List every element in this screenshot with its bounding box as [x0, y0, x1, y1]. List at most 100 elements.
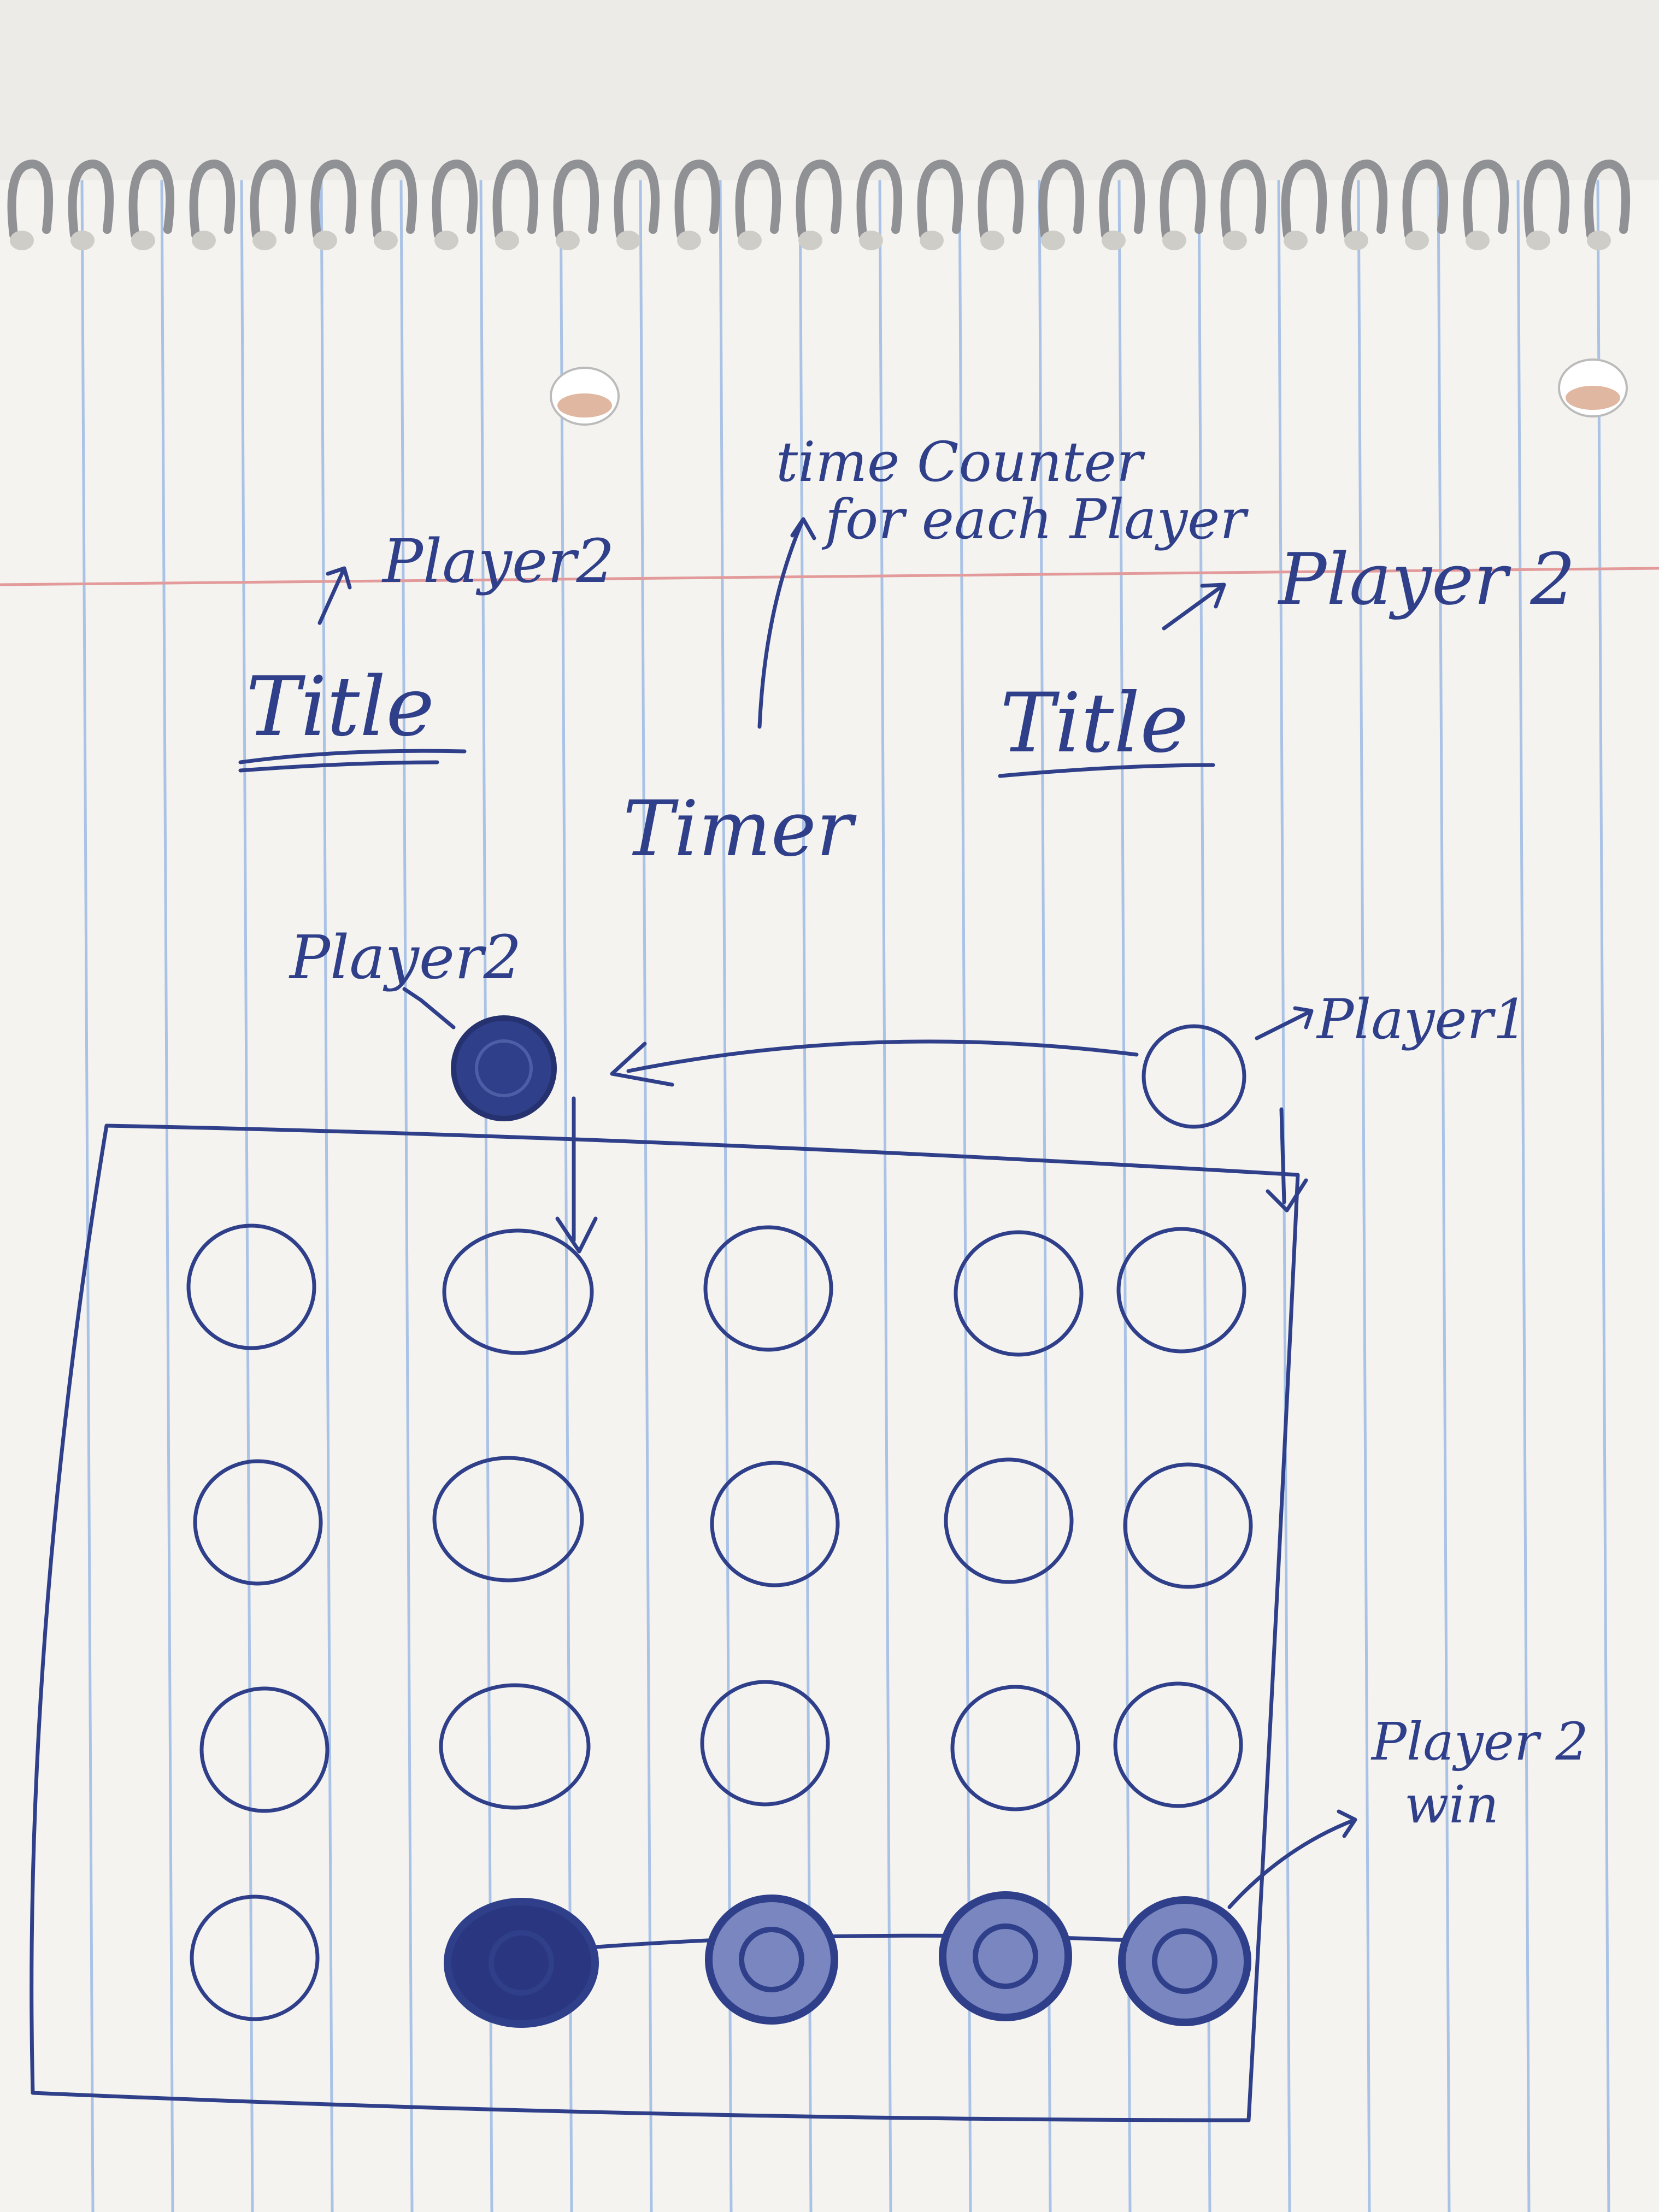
board-cell-empty[interactable] — [190, 1895, 320, 2021]
spiral-hole — [798, 231, 822, 250]
spiral-coil — [1463, 159, 1509, 239]
ruled-line — [399, 180, 414, 2212]
spiral-coil — [128, 159, 175, 239]
ruled-line — [1357, 180, 1371, 2212]
board-cell-filled[interactable] — [1118, 1896, 1251, 2026]
spiral-hole — [1223, 231, 1247, 250]
board-cell-empty[interactable] — [439, 1683, 591, 1810]
win-arrow — [1227, 1809, 1357, 1909]
spiral-hole — [1284, 231, 1308, 250]
spiral-hole — [1344, 231, 1368, 250]
ruled-line — [719, 180, 733, 2212]
spiral-hole — [980, 231, 1004, 250]
player2-piece[interactable] — [451, 1015, 557, 1121]
piece-label-left: Player2 — [289, 922, 522, 992]
board-cell-empty[interactable] — [1113, 1681, 1243, 1808]
spiral-hole — [313, 231, 337, 250]
spiral-coil — [1038, 159, 1085, 239]
game-board-outline — [30, 1123, 1300, 2122]
board-cell-scribble — [1152, 1928, 1217, 1994]
spiral-coil — [1402, 159, 1449, 239]
spiral-hole — [1587, 231, 1611, 250]
player-label-top-left: Player2 — [381, 526, 615, 596]
spiral-coil — [1220, 159, 1267, 239]
board-cell-empty[interactable] — [1116, 1227, 1246, 1354]
ruled-line — [479, 180, 493, 2212]
ruled-line — [240, 180, 254, 2212]
board-cell-filled[interactable] — [939, 1891, 1072, 2021]
spiral-coil — [1160, 159, 1206, 239]
spiral-coil — [614, 159, 660, 239]
spiral-coil — [7, 159, 54, 239]
spiral-coil — [1281, 159, 1327, 239]
ruled-line — [1038, 180, 1052, 2212]
spiral-coil — [674, 159, 721, 239]
title-left: Title — [246, 660, 434, 755]
board-cell-empty[interactable] — [1123, 1462, 1253, 1589]
ruled-line — [1596, 180, 1610, 2212]
win-label-line1: Player 2 — [1370, 1712, 1589, 1772]
board-cell-empty[interactable] — [950, 1685, 1080, 1811]
spiral-hole — [556, 231, 580, 250]
piece-label-right: Player1 — [1316, 987, 1528, 1051]
board-cell-empty[interactable] — [700, 1680, 830, 1807]
spiral-coil — [189, 159, 236, 239]
board-cell-empty[interactable] — [199, 1686, 330, 1813]
ruled-line — [1197, 180, 1211, 2212]
win-line — [544, 1933, 1226, 1953]
spiral-hole — [616, 231, 640, 250]
board-cell-empty[interactable] — [186, 1223, 316, 1350]
piece-label-arrow-right — [1255, 1006, 1314, 1040]
board-cell-empty[interactable] — [703, 1225, 833, 1352]
turn-swap-arrow — [610, 1039, 1139, 1087]
ruled-line — [559, 180, 573, 2212]
ruled-line — [1437, 180, 1451, 2212]
margin-line — [0, 567, 1659, 586]
spiral-hole — [131, 231, 155, 250]
spiral-hole — [738, 231, 762, 250]
board-cell-empty[interactable] — [944, 1457, 1074, 1584]
spiral-hole — [434, 231, 458, 250]
spiral-coil — [735, 159, 781, 239]
ruled-line — [1117, 180, 1132, 2212]
spiral-hole — [1466, 231, 1490, 250]
spiral-coil — [1342, 159, 1388, 239]
spiral-hole — [495, 231, 519, 250]
spiral-hole — [1102, 231, 1126, 250]
spiral-coil — [310, 159, 357, 239]
board-cell-empty[interactable] — [193, 1459, 323, 1586]
spiral-binding — [7, 159, 1631, 250]
drop-arrow-right — [1266, 1107, 1308, 1213]
spiral-coil — [1584, 159, 1631, 239]
spiral-hole — [1405, 231, 1429, 250]
ruled-line — [160, 180, 174, 2212]
spiral-coil — [492, 159, 539, 239]
board-cell-empty[interactable] — [432, 1456, 584, 1582]
ruled-line — [639, 180, 653, 2212]
timer-note-arrow — [757, 517, 816, 729]
punch-holes — [550, 358, 1628, 426]
player1-piece[interactable] — [1142, 1024, 1246, 1129]
board-cell-empty[interactable] — [710, 1461, 840, 1587]
player-arrow-left — [317, 566, 352, 625]
board-cell-scribble — [973, 1923, 1038, 1989]
handwritten-labels: Player2 Title time Counter for each Play… — [246, 430, 1589, 1835]
spiral-coil — [1523, 159, 1570, 239]
ruled-line — [320, 180, 334, 2212]
spiral-coil — [68, 159, 114, 239]
spiral-hole — [1162, 231, 1186, 250]
board-cell-empty[interactable] — [442, 1228, 594, 1355]
board-cell-filled[interactable] — [705, 1895, 838, 2025]
board-cells — [186, 1223, 1253, 2028]
board-cell-scribble — [739, 1927, 804, 1992]
sketch-ink — [30, 517, 1357, 2122]
ruled-line — [958, 180, 972, 2212]
title-right-underline — [998, 763, 1215, 778]
spiral-coil — [250, 159, 296, 239]
board-cell-filled[interactable] — [444, 1898, 599, 2028]
spiral-hole — [70, 231, 95, 250]
board-cell-empty[interactable] — [954, 1230, 1084, 1357]
spiral-coil — [432, 159, 478, 239]
spiral-hole — [192, 231, 216, 250]
